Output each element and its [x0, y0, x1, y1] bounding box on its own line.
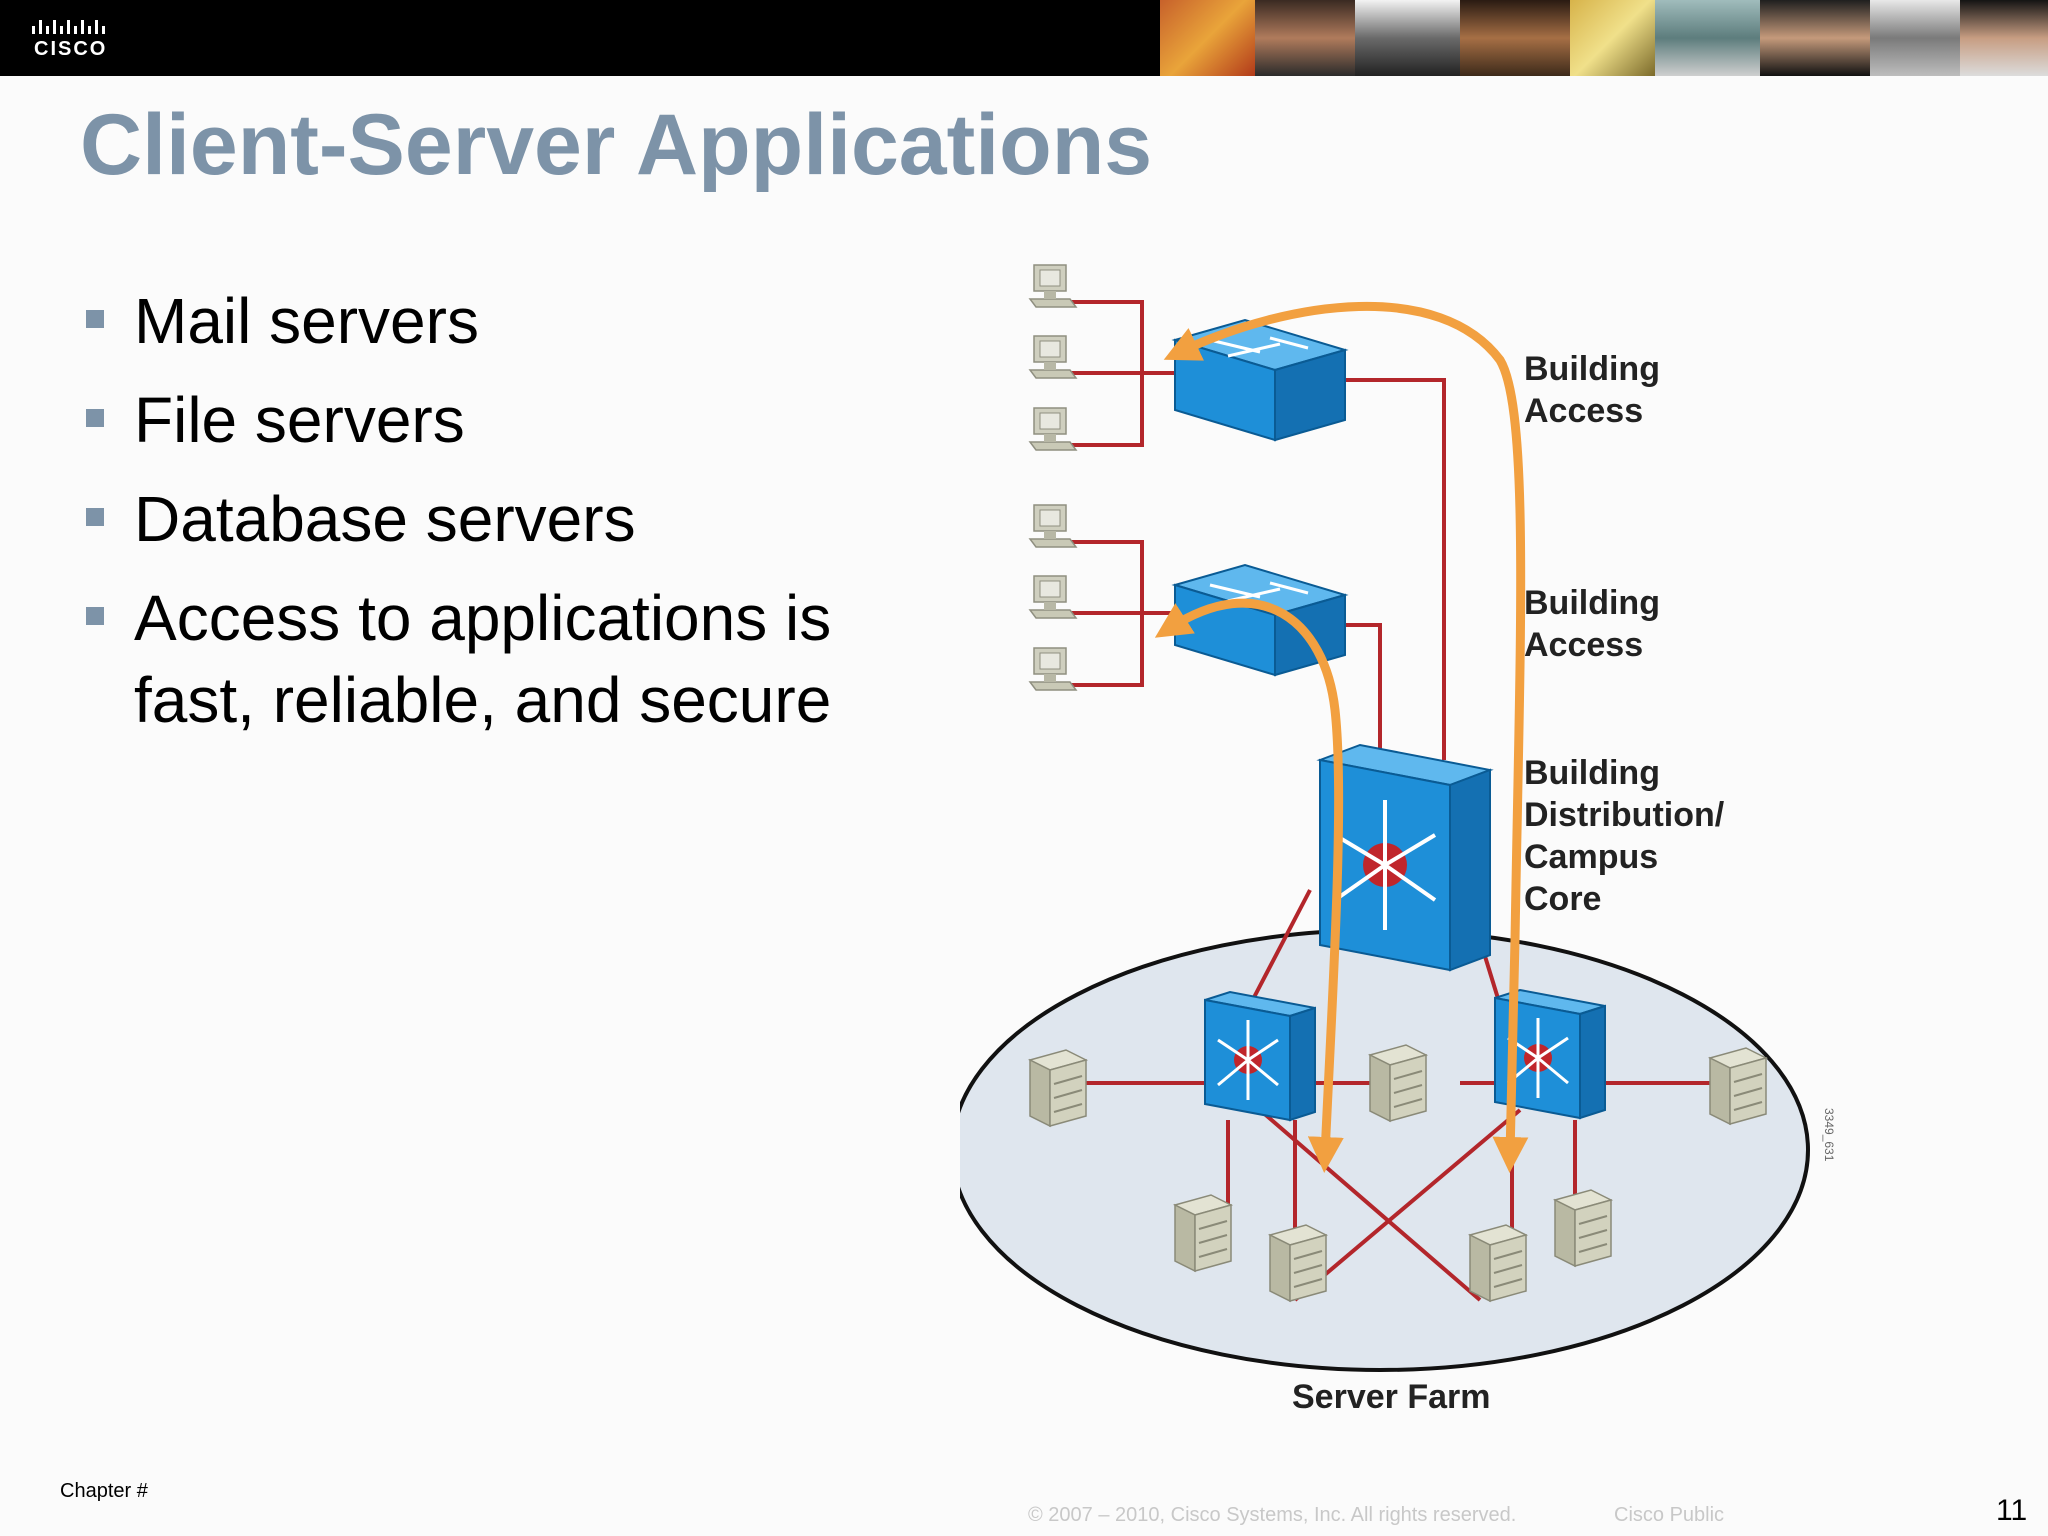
label-line: Core [1524, 880, 1602, 918]
label-server-farm: Server Farm [1292, 1378, 1491, 1416]
chapter-label: Chapter # [60, 1480, 148, 1502]
page-number: 11 [1996, 1494, 2028, 1527]
bullet-square-icon [86, 607, 104, 625]
bullet-text: Mail servers [134, 285, 479, 357]
bullet-square-icon [86, 508, 104, 526]
banner-photo [1355, 0, 1460, 76]
banner-photo [1460, 0, 1570, 76]
bullet-item: Access to applications is fast, reliable… [86, 577, 946, 741]
banner-photo [1655, 0, 1760, 76]
bullet-item: File servers [86, 379, 946, 461]
bullet-item: Mail servers [86, 280, 946, 362]
label-distribution-core: Building Distribution/ Campus Core [1524, 752, 1724, 920]
classification-text: Cisco Public [1614, 1504, 1725, 1526]
banner-photo [1160, 0, 1255, 76]
bullet-square-icon [86, 409, 104, 427]
logo-text: CISCO [34, 38, 108, 60]
server-farm-ellipse [950, 928, 1810, 1372]
bullet-text: Access to applications is fast, reliable… [134, 582, 832, 736]
label-building-access-1: Building Access [1524, 348, 1660, 432]
bullet-list: Mail servers File servers Database serve… [86, 280, 946, 758]
bullet-item: Database servers [86, 478, 946, 560]
banner-photo [1255, 0, 1355, 76]
bullet-square-icon [86, 310, 104, 328]
network-diagram-svg [950, 264, 1810, 1372]
label-building-access-2: Building Access [1524, 582, 1660, 666]
figure-id: 3349_631 [1822, 1108, 1836, 1162]
label-line: Building [1524, 584, 1660, 622]
label-line: Distribution/ [1524, 796, 1725, 834]
banner-photo [1960, 0, 2048, 76]
banner-photo-strip [1160, 0, 2048, 76]
farm-switch-icon [1204, 990, 1316, 1122]
cisco-logo-icon [32, 20, 105, 34]
label-line: Building [1524, 350, 1660, 388]
traffic-flow-arrows [1154, 302, 1529, 1173]
top-bar: CISCO [0, 0, 2048, 76]
label-line: Campus [1524, 838, 1659, 876]
label-line: Access [1524, 392, 1644, 430]
slide-title: Client-Server Applications [80, 97, 1153, 193]
bullet-text: Database servers [134, 483, 636, 555]
label-line: Access [1524, 626, 1644, 664]
copyright-text: © 2007 – 2010, Cisco Systems, Inc. All r… [1028, 1504, 1517, 1526]
network-diagram: Building Access Building Access Building… [950, 240, 1900, 1420]
bullet-text: File servers [134, 384, 465, 456]
banner-photo [1760, 0, 1870, 76]
label-line: Building [1524, 754, 1660, 792]
banner-photo [1570, 0, 1655, 76]
core-switch-icon [1316, 743, 1494, 972]
banner-photo [1870, 0, 1960, 76]
